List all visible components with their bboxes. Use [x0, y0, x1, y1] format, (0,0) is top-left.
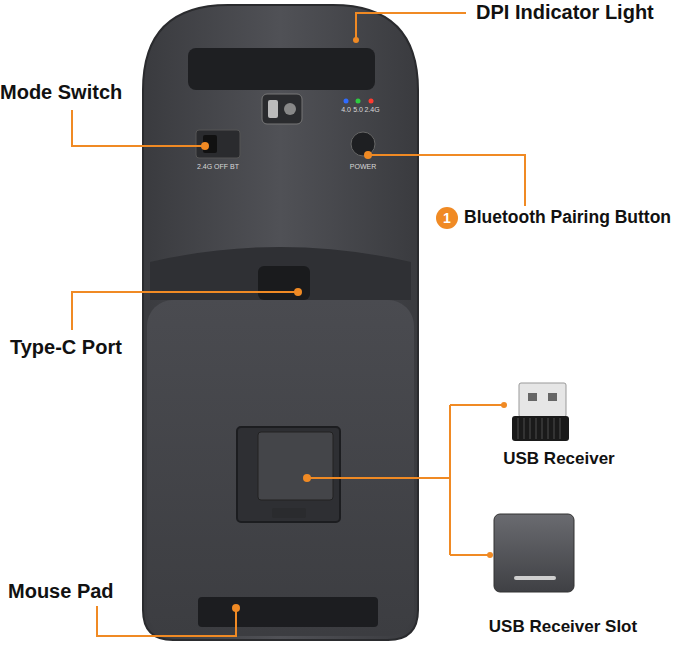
part-name: USB Receiver Slot — [489, 617, 637, 637]
leader-lines — [72, 13, 525, 636]
part-name: Mode Switch — [0, 81, 122, 104]
receiver-inner — [258, 432, 333, 500]
top-window — [188, 48, 375, 90]
receiver-tab — [272, 508, 306, 518]
leader-dot — [487, 552, 493, 558]
leader-line — [356, 13, 466, 40]
led-green — [356, 99, 361, 104]
usb-ridges — [518, 418, 560, 439]
leader-line — [307, 405, 504, 555]
leader-dot — [303, 474, 311, 482]
slot-cover-lip — [514, 576, 556, 580]
lower-shell — [147, 300, 414, 636]
mode-mark: 5.0 — [353, 106, 363, 114]
callout-number: 1 — [436, 207, 458, 229]
led-red — [369, 99, 374, 104]
usb-plug — [519, 383, 566, 417]
receiver-compartment — [237, 427, 340, 522]
leader-dot — [294, 288, 302, 296]
usb-hole — [548, 393, 557, 401]
button-mark: POWER — [350, 163, 376, 171]
power-button — [351, 132, 375, 156]
usb-body — [512, 416, 569, 441]
leader-dot — [364, 151, 372, 159]
leader-dot — [201, 142, 209, 150]
part-name: Mouse Pad — [8, 580, 114, 603]
leader-dot — [501, 402, 507, 408]
mouse-pad — [198, 597, 378, 627]
mode-mark: 4.0 — [341, 106, 351, 114]
leader-dots — [201, 37, 507, 612]
sensor — [262, 94, 302, 124]
led-blue — [344, 99, 349, 104]
slot-cover — [494, 514, 574, 592]
leader-line — [97, 606, 236, 636]
mode-switch — [196, 130, 240, 158]
leader-dot — [232, 604, 240, 612]
switch-mark: 2.4G OFF BT — [197, 163, 239, 171]
leader-dot — [353, 37, 359, 43]
sensor-cap — [268, 100, 278, 118]
part-name: DPI Indicator Light — [476, 1, 654, 24]
leader-line — [72, 110, 203, 146]
usb-hole — [528, 393, 537, 401]
part-name: Bluetooth Pairing Button — [464, 207, 671, 227]
sensor-lens — [284, 103, 296, 115]
leader-line — [368, 155, 525, 206]
type-c-port — [258, 266, 310, 300]
part-name: Type-C Port — [10, 336, 122, 359]
mode-mark: 2.4G — [364, 106, 379, 114]
part-name: USB Receiver — [503, 449, 615, 469]
mouse-body — [143, 5, 418, 640]
leader-line — [72, 292, 298, 330]
